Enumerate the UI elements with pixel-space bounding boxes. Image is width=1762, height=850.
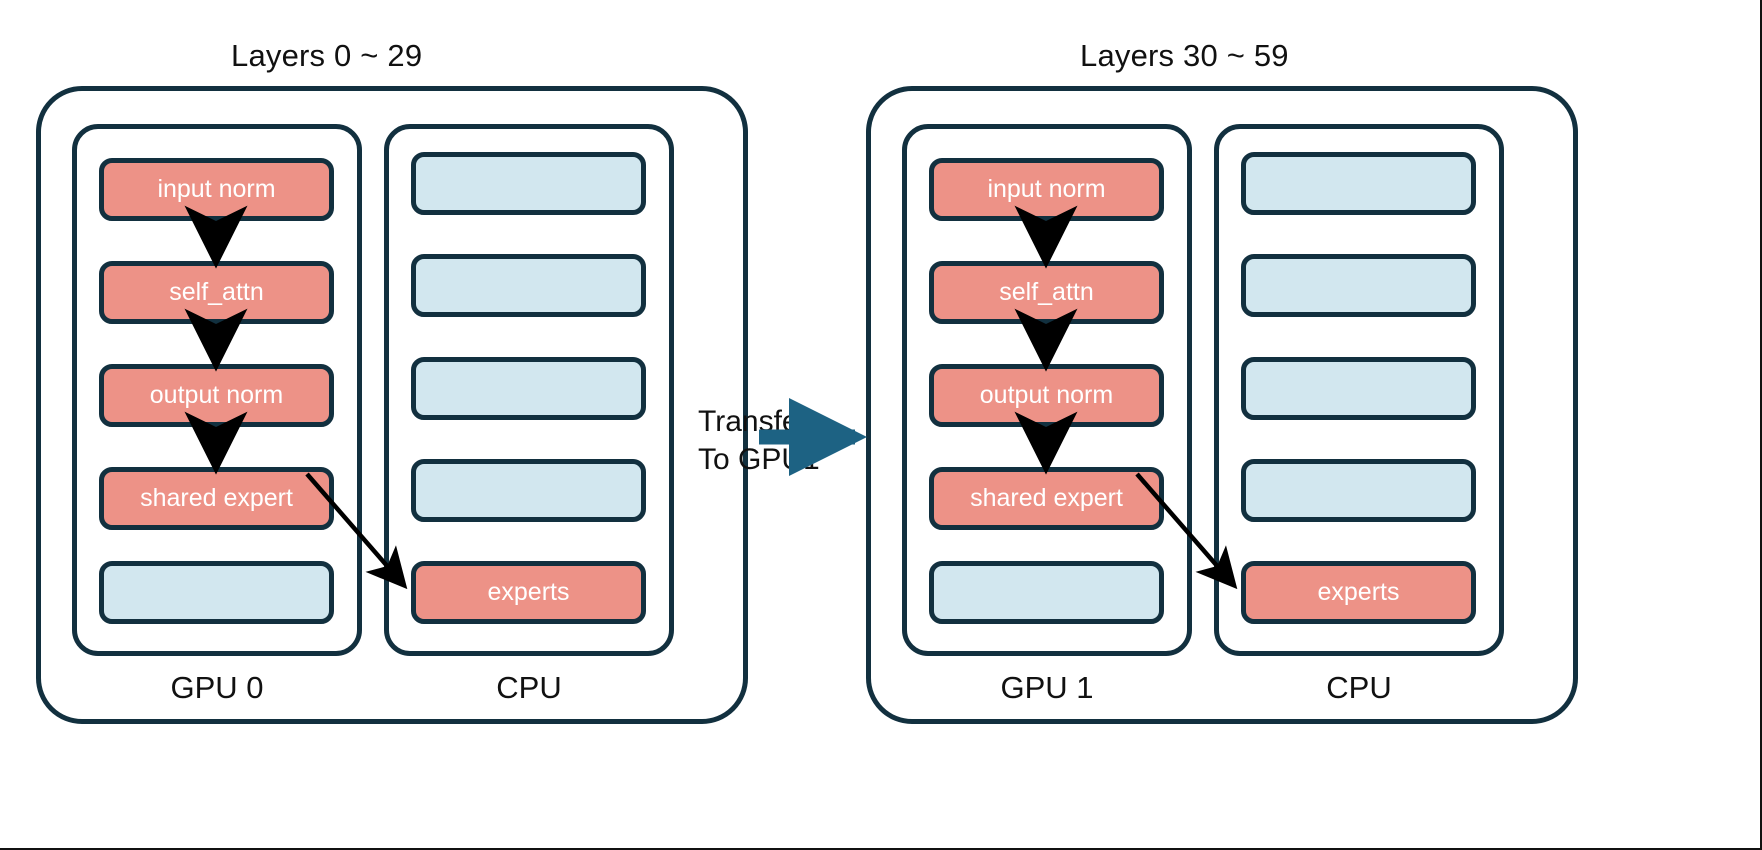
transfer-label: Transfer To GPU1: [698, 403, 820, 480]
device-label-gpu1: GPU 1: [1000, 670, 1094, 705]
block-placeholder-gpu1[interactable]: [929, 561, 1164, 624]
block-placeholder-gpu0[interactable]: [99, 561, 334, 624]
block-experts-cpu1[interactable]: experts: [1241, 561, 1476, 624]
block-shared-expert-gpu1[interactable]: shared expert: [929, 467, 1164, 530]
device-label-cpu-right: CPU: [1326, 670, 1392, 705]
device-label-cpu-left: CPU: [496, 670, 562, 705]
block-output-norm-gpu1[interactable]: output norm: [929, 364, 1164, 427]
block-placeholder-cpu1-1[interactable]: [1241, 152, 1476, 215]
block-placeholder-cpu1-3[interactable]: [1241, 357, 1476, 420]
transfer-label-line1: Transfer: [698, 405, 809, 438]
block-self-attn-gpu1[interactable]: self_attn: [929, 261, 1164, 324]
block-experts-cpu0[interactable]: experts: [411, 561, 646, 624]
block-self-attn-gpu0[interactable]: self_attn: [99, 261, 334, 324]
block-shared-expert-gpu0[interactable]: shared expert: [99, 467, 334, 530]
block-placeholder-cpu0-1[interactable]: [411, 152, 646, 215]
block-placeholder-cpu1-4[interactable]: [1241, 459, 1476, 522]
block-placeholder-cpu0-3[interactable]: [411, 357, 646, 420]
group-title-right: Layers 30 ~ 59: [1080, 38, 1289, 73]
block-placeholder-cpu0-2[interactable]: [411, 254, 646, 317]
block-placeholder-cpu1-2[interactable]: [1241, 254, 1476, 317]
device-label-gpu0: GPU 0: [170, 670, 264, 705]
block-input-norm-gpu1[interactable]: input norm: [929, 158, 1164, 221]
transfer-label-line2: To GPU1: [698, 443, 820, 477]
block-output-norm-gpu0[interactable]: output norm: [99, 364, 334, 427]
block-input-norm-gpu0[interactable]: input norm: [99, 158, 334, 221]
group-title-left: Layers 0 ~ 29: [231, 38, 423, 73]
block-placeholder-cpu0-4[interactable]: [411, 459, 646, 522]
